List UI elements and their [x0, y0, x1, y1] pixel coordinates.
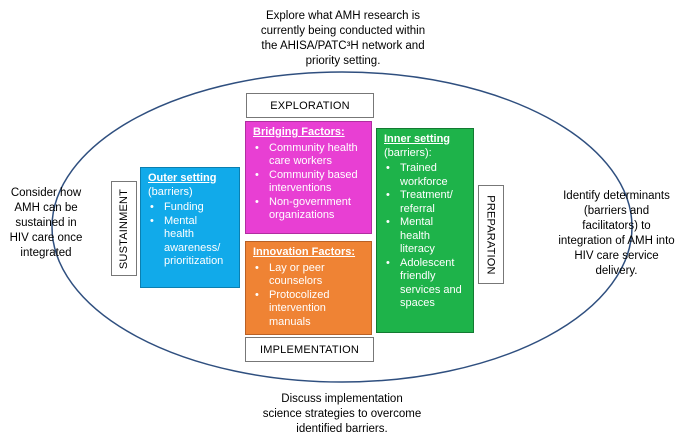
list-item-line: Mental [400, 216, 434, 228]
list-item-line: counselors [269, 275, 323, 287]
note-line: (barriers and [583, 205, 650, 217]
implementation-label: IMPLEMENTATION [245, 337, 374, 362]
list-item-line: friendly [400, 270, 436, 282]
list-item-line: referral [400, 202, 435, 215]
note-line: currently being conducted within [260, 25, 426, 37]
list-item-line: Treatment/ [400, 189, 453, 201]
note-line: Consider how [10, 187, 82, 199]
list-item: Treatment/referral [384, 189, 467, 216]
preparation-note: Identify determinants (barriers and facili… [548, 189, 685, 279]
inner-setting-box: Inner setting (barriers): Trainedworkfor… [376, 128, 474, 333]
list-item-line: Protocolized [269, 288, 330, 301]
list-item-line: Lay or peer [269, 261, 325, 274]
list-item-line: intervention [269, 302, 326, 314]
list-item-line: interventions [269, 182, 332, 194]
note-line: facilitators) to [582, 220, 651, 232]
note-line: Discuss implementation [281, 393, 403, 405]
inner-setting-subtitle: (barriers): [384, 146, 432, 159]
list-item-line: organizations [269, 209, 335, 221]
preparation-text: PREPARATION [485, 194, 498, 275]
note-line: integration of AMH into [558, 235, 675, 247]
list-item-line: Adolescent [400, 256, 455, 269]
list-item-line: workforce [400, 175, 448, 188]
note-line: identified barriers. [296, 423, 388, 435]
note-line: Explore what AMH research is [265, 10, 421, 22]
list-item-line: Community health [269, 141, 358, 154]
preparation-label: PREPARATION [478, 185, 504, 284]
note-line: integrated [20, 247, 72, 259]
note-line: Identify determinants [563, 190, 670, 202]
note-line: HIV care service [574, 250, 659, 262]
list-item-line: health [400, 229, 430, 242]
sustainment-text: SUSTAINMENT [118, 188, 131, 269]
sustainment-label: SUSTAINMENT [111, 181, 137, 276]
bridging-factors-title: Bridging Factors: [253, 126, 345, 138]
list-item-line: prioritization [164, 255, 224, 267]
list-item-line: literacy [400, 243, 435, 255]
list-item-line: services and [400, 283, 462, 296]
list-item-line: Mental [164, 214, 198, 227]
exploration-text: EXPLORATION [270, 99, 350, 112]
list-item-line: care workers [269, 155, 332, 167]
list-item-line: spaces [400, 297, 435, 309]
innovation-factors-list: Lay or peercounselorsProtocolizedinterve… [253, 262, 365, 330]
exploration-note: Explore what AMH research is currently be… [212, 9, 474, 69]
outer-setting-box: Outer setting (barriers) FundingMentalhe… [140, 167, 240, 288]
implementation-note: Discuss implementation science strategies… [207, 392, 477, 437]
note-line: sustained in [15, 217, 77, 229]
outer-setting-title: Outer setting [148, 172, 217, 184]
list-item-line: Non-government [269, 195, 351, 208]
list-item-line: health [164, 228, 194, 240]
list-item: Funding [148, 201, 233, 215]
exploration-label: EXPLORATION [246, 93, 374, 118]
innovation-factors-box: Innovation Factors: Lay or peercounselor… [245, 241, 372, 335]
outer-setting-subtitle: (barriers) [148, 185, 193, 198]
list-item-line: Community based [269, 168, 358, 181]
innovation-factors-title: Innovation Factors: [253, 246, 356, 258]
outer-setting-list: FundingMentalhealthawareness/prioritizat… [148, 201, 233, 269]
list-item-line: Trained [400, 162, 437, 174]
note-line: priority setting. [305, 55, 381, 67]
note-line: the AHISA/PATC³H network and [261, 40, 425, 52]
list-item-line: Funding [164, 201, 204, 213]
list-item-line: awareness/ [164, 241, 221, 254]
list-item-line: manuals [269, 315, 311, 328]
inner-setting-list: TrainedworkforceTreatment/referralMental… [384, 162, 467, 311]
implementation-text: IMPLEMENTATION [260, 343, 359, 356]
note-line: delivery. [595, 265, 638, 277]
note-line: science strategies to overcome [262, 408, 422, 420]
inner-setting-title: Inner setting [384, 133, 451, 145]
note-line: HIV care once [9, 232, 83, 244]
note-line: AMH can be [14, 202, 78, 214]
